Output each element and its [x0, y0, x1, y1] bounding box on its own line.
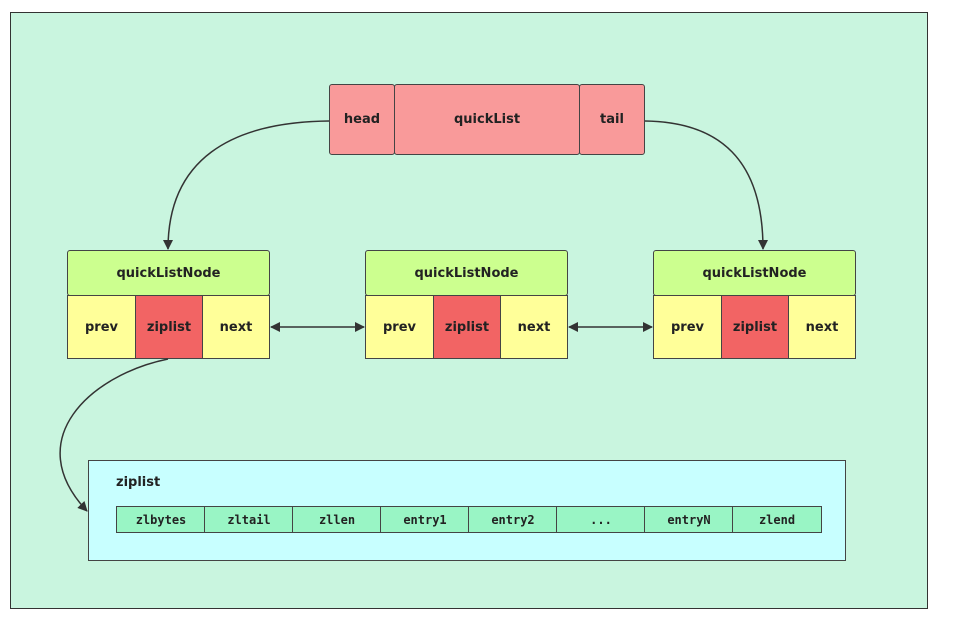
node-2-title: quickListNode	[365, 250, 568, 296]
ziplist-field-entryN: entryN	[644, 506, 734, 533]
node-1-next: next	[202, 295, 270, 359]
quicklist-head: head	[329, 84, 395, 155]
node-3-prev: prev	[653, 295, 722, 359]
node-3-title: quickListNode	[653, 250, 856, 296]
node-3-next: next	[788, 295, 856, 359]
quicklist-tail: tail	[579, 84, 645, 155]
node-2-prev: prev	[365, 295, 434, 359]
node-2-next: next	[500, 295, 568, 359]
node-1-prev: prev	[67, 295, 136, 359]
ziplist-field-entry1: entry1	[380, 506, 470, 533]
node-3-ziplist: ziplist	[721, 295, 789, 359]
ziplist-field-entry2: entry2	[468, 506, 558, 533]
ziplist-title: ziplist	[116, 475, 161, 490]
ziplist-field-zlbytes: zlbytes	[116, 506, 206, 533]
tail-to-last-node-arrow	[644, 120, 768, 250]
ziplist-pointer-arrow	[59, 358, 169, 512]
ziplist-field-zltail: zltail	[204, 506, 294, 533]
head-to-first-node-arrow	[163, 120, 330, 250]
node-2-ziplist: ziplist	[433, 295, 501, 359]
ziplist-field-zllen: zllen	[292, 506, 382, 533]
ziplist-field-zlend: zlend	[732, 506, 822, 533]
